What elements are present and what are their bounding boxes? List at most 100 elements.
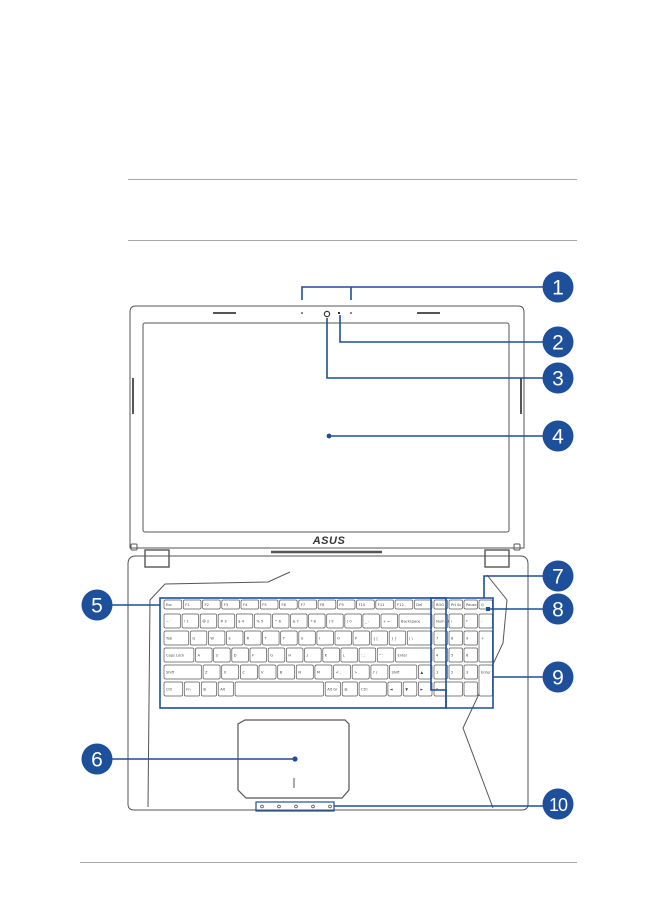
key[interactable] <box>244 630 262 646</box>
key[interactable] <box>226 630 244 646</box>
key[interactable] <box>199 613 218 629</box>
key[interactable] <box>370 630 388 646</box>
key[interactable] <box>334 630 352 646</box>
key[interactable] <box>395 647 433 663</box>
key[interactable] <box>280 630 298 646</box>
key[interactable] <box>298 630 316 646</box>
numpad-key[interactable] <box>463 664 478 680</box>
key[interactable] <box>304 647 322 663</box>
key[interactable] <box>314 664 333 680</box>
key[interactable] <box>380 613 398 629</box>
key[interactable] <box>413 599 433 610</box>
key[interactable] <box>418 664 433 680</box>
key[interactable] <box>163 647 195 663</box>
key[interactable] <box>398 613 433 629</box>
numpad-key[interactable] <box>463 647 478 663</box>
key[interactable] <box>362 613 380 629</box>
key[interactable] <box>272 613 290 629</box>
key[interactable] <box>336 599 356 610</box>
key[interactable] <box>259 599 279 610</box>
numpad-key[interactable] <box>463 681 478 697</box>
key[interactable] <box>344 613 362 629</box>
key[interactable] <box>189 630 208 646</box>
key[interactable] <box>262 630 280 646</box>
key[interactable] <box>202 599 221 610</box>
key[interactable] <box>370 664 389 680</box>
key[interactable] <box>213 647 231 663</box>
key[interactable] <box>376 647 395 663</box>
key[interactable] <box>394 599 414 610</box>
key[interactable] <box>277 664 296 680</box>
key[interactable] <box>295 664 314 680</box>
key[interactable] <box>163 599 183 610</box>
numpad-key[interactable] <box>433 664 448 680</box>
numpad-key[interactable] <box>433 630 448 646</box>
key[interactable] <box>388 630 407 646</box>
key[interactable] <box>231 647 249 663</box>
key[interactable] <box>181 613 199 629</box>
key[interactable] <box>340 647 358 663</box>
key[interactable] <box>352 630 370 646</box>
key[interactable] <box>358 647 377 663</box>
key[interactable] <box>234 681 324 697</box>
key[interactable] <box>183 681 200 697</box>
key[interactable] <box>163 664 202 680</box>
key[interactable] <box>221 599 240 610</box>
key[interactable] <box>351 664 370 680</box>
key[interactable] <box>375 599 394 610</box>
key[interactable] <box>389 664 418 680</box>
key[interactable] <box>163 613 181 629</box>
key[interactable] <box>324 681 341 697</box>
key[interactable] <box>290 613 308 629</box>
key[interactable] <box>240 664 258 680</box>
numpad-key[interactable] <box>448 630 463 646</box>
key[interactable] <box>406 630 433 646</box>
key[interactable] <box>235 613 254 629</box>
key[interactable] <box>341 681 358 697</box>
numpad-key[interactable] <box>448 647 463 663</box>
key[interactable] <box>316 630 334 646</box>
key[interactable] <box>322 647 340 663</box>
key[interactable] <box>358 681 387 697</box>
key[interactable] <box>387 681 402 697</box>
key[interactable] <box>195 647 213 663</box>
key[interactable] <box>286 647 304 663</box>
key[interactable] <box>258 664 277 680</box>
key[interactable] <box>308 613 326 629</box>
numpad-key[interactable] <box>448 599 463 610</box>
key[interactable] <box>240 599 260 610</box>
key[interactable] <box>326 613 344 629</box>
key[interactable] <box>333 664 351 680</box>
key[interactable] <box>163 681 184 697</box>
touchpad[interactable] <box>237 719 350 799</box>
numpad-key[interactable] <box>463 599 478 610</box>
footer-rule <box>80 862 577 863</box>
key[interactable] <box>217 613 236 629</box>
key[interactable] <box>418 681 433 697</box>
numpad-key[interactable] <box>448 613 463 629</box>
callout-7: 7 <box>542 560 574 592</box>
key[interactable] <box>163 630 190 646</box>
numpad-key[interactable] <box>448 664 463 680</box>
key[interactable] <box>267 647 286 663</box>
key[interactable] <box>249 647 267 663</box>
key[interactable] <box>202 664 221 680</box>
numpad-key[interactable] <box>463 613 478 629</box>
key[interactable] <box>402 681 418 697</box>
key[interactable] <box>254 613 272 629</box>
key[interactable] <box>221 664 240 680</box>
key[interactable] <box>217 681 234 697</box>
key[interactable] <box>356 599 375 610</box>
numpad-key[interactable] <box>433 599 448 610</box>
key-label: M <box>317 671 320 675</box>
numpad-key[interactable] <box>433 613 448 629</box>
numpad-key[interactable] <box>463 630 478 646</box>
key[interactable] <box>208 630 226 646</box>
key[interactable] <box>298 599 317 610</box>
key[interactable] <box>317 599 337 610</box>
key[interactable] <box>279 599 298 610</box>
key[interactable] <box>200 681 217 697</box>
key[interactable] <box>182 599 202 610</box>
numpad-key[interactable] <box>433 681 463 697</box>
numpad-key[interactable] <box>433 647 448 663</box>
